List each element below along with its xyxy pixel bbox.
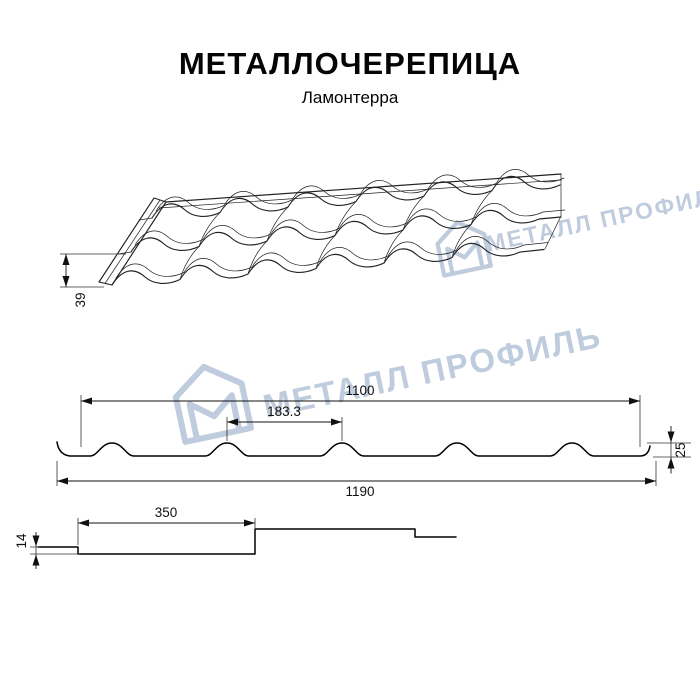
metal-profil-logo-icon (435, 220, 493, 278)
dim-wave-step: 183.3 (226, 404, 343, 441)
length-profile-figure: 350 14 (14, 505, 457, 569)
dim-eave-height: 39 (60, 253, 126, 308)
watermark-center: МЕТАЛЛ ПРОФИЛЬ (172, 317, 605, 445)
dim-label-39: 39 (73, 292, 88, 307)
watermark-text: МЕТАЛЛ ПРОФИЛЬ (484, 180, 700, 257)
cross-section-figure: 1100 183.3 25 1190 (56, 383, 691, 499)
dim-label-14: 14 (14, 533, 29, 549)
page-subtitle: Ламонтерра (301, 88, 399, 107)
dim-label-1100: 1100 (345, 383, 374, 398)
roof-perspective-figure: 39 (60, 169, 566, 308)
dim-cover-width: 1100 (80, 383, 641, 447)
page-title: МЕТАЛЛОЧЕРЕПИЦА (178, 46, 522, 81)
metal-profil-logo-icon (172, 363, 255, 445)
watermark-text: МЕТАЛЛ ПРОФИЛЬ (260, 317, 605, 425)
dim-profile-height: 25 (647, 426, 691, 474)
dim-full-width: 1190 (56, 461, 657, 499)
dim-label-350: 350 (155, 505, 178, 520)
dim-step-height: 14 (14, 532, 80, 569)
dim-module-length: 350 (77, 505, 256, 545)
dim-label-25: 25 (673, 442, 688, 457)
dim-label-1190: 1190 (345, 484, 374, 499)
dim-label-183: 183.3 (267, 404, 301, 419)
